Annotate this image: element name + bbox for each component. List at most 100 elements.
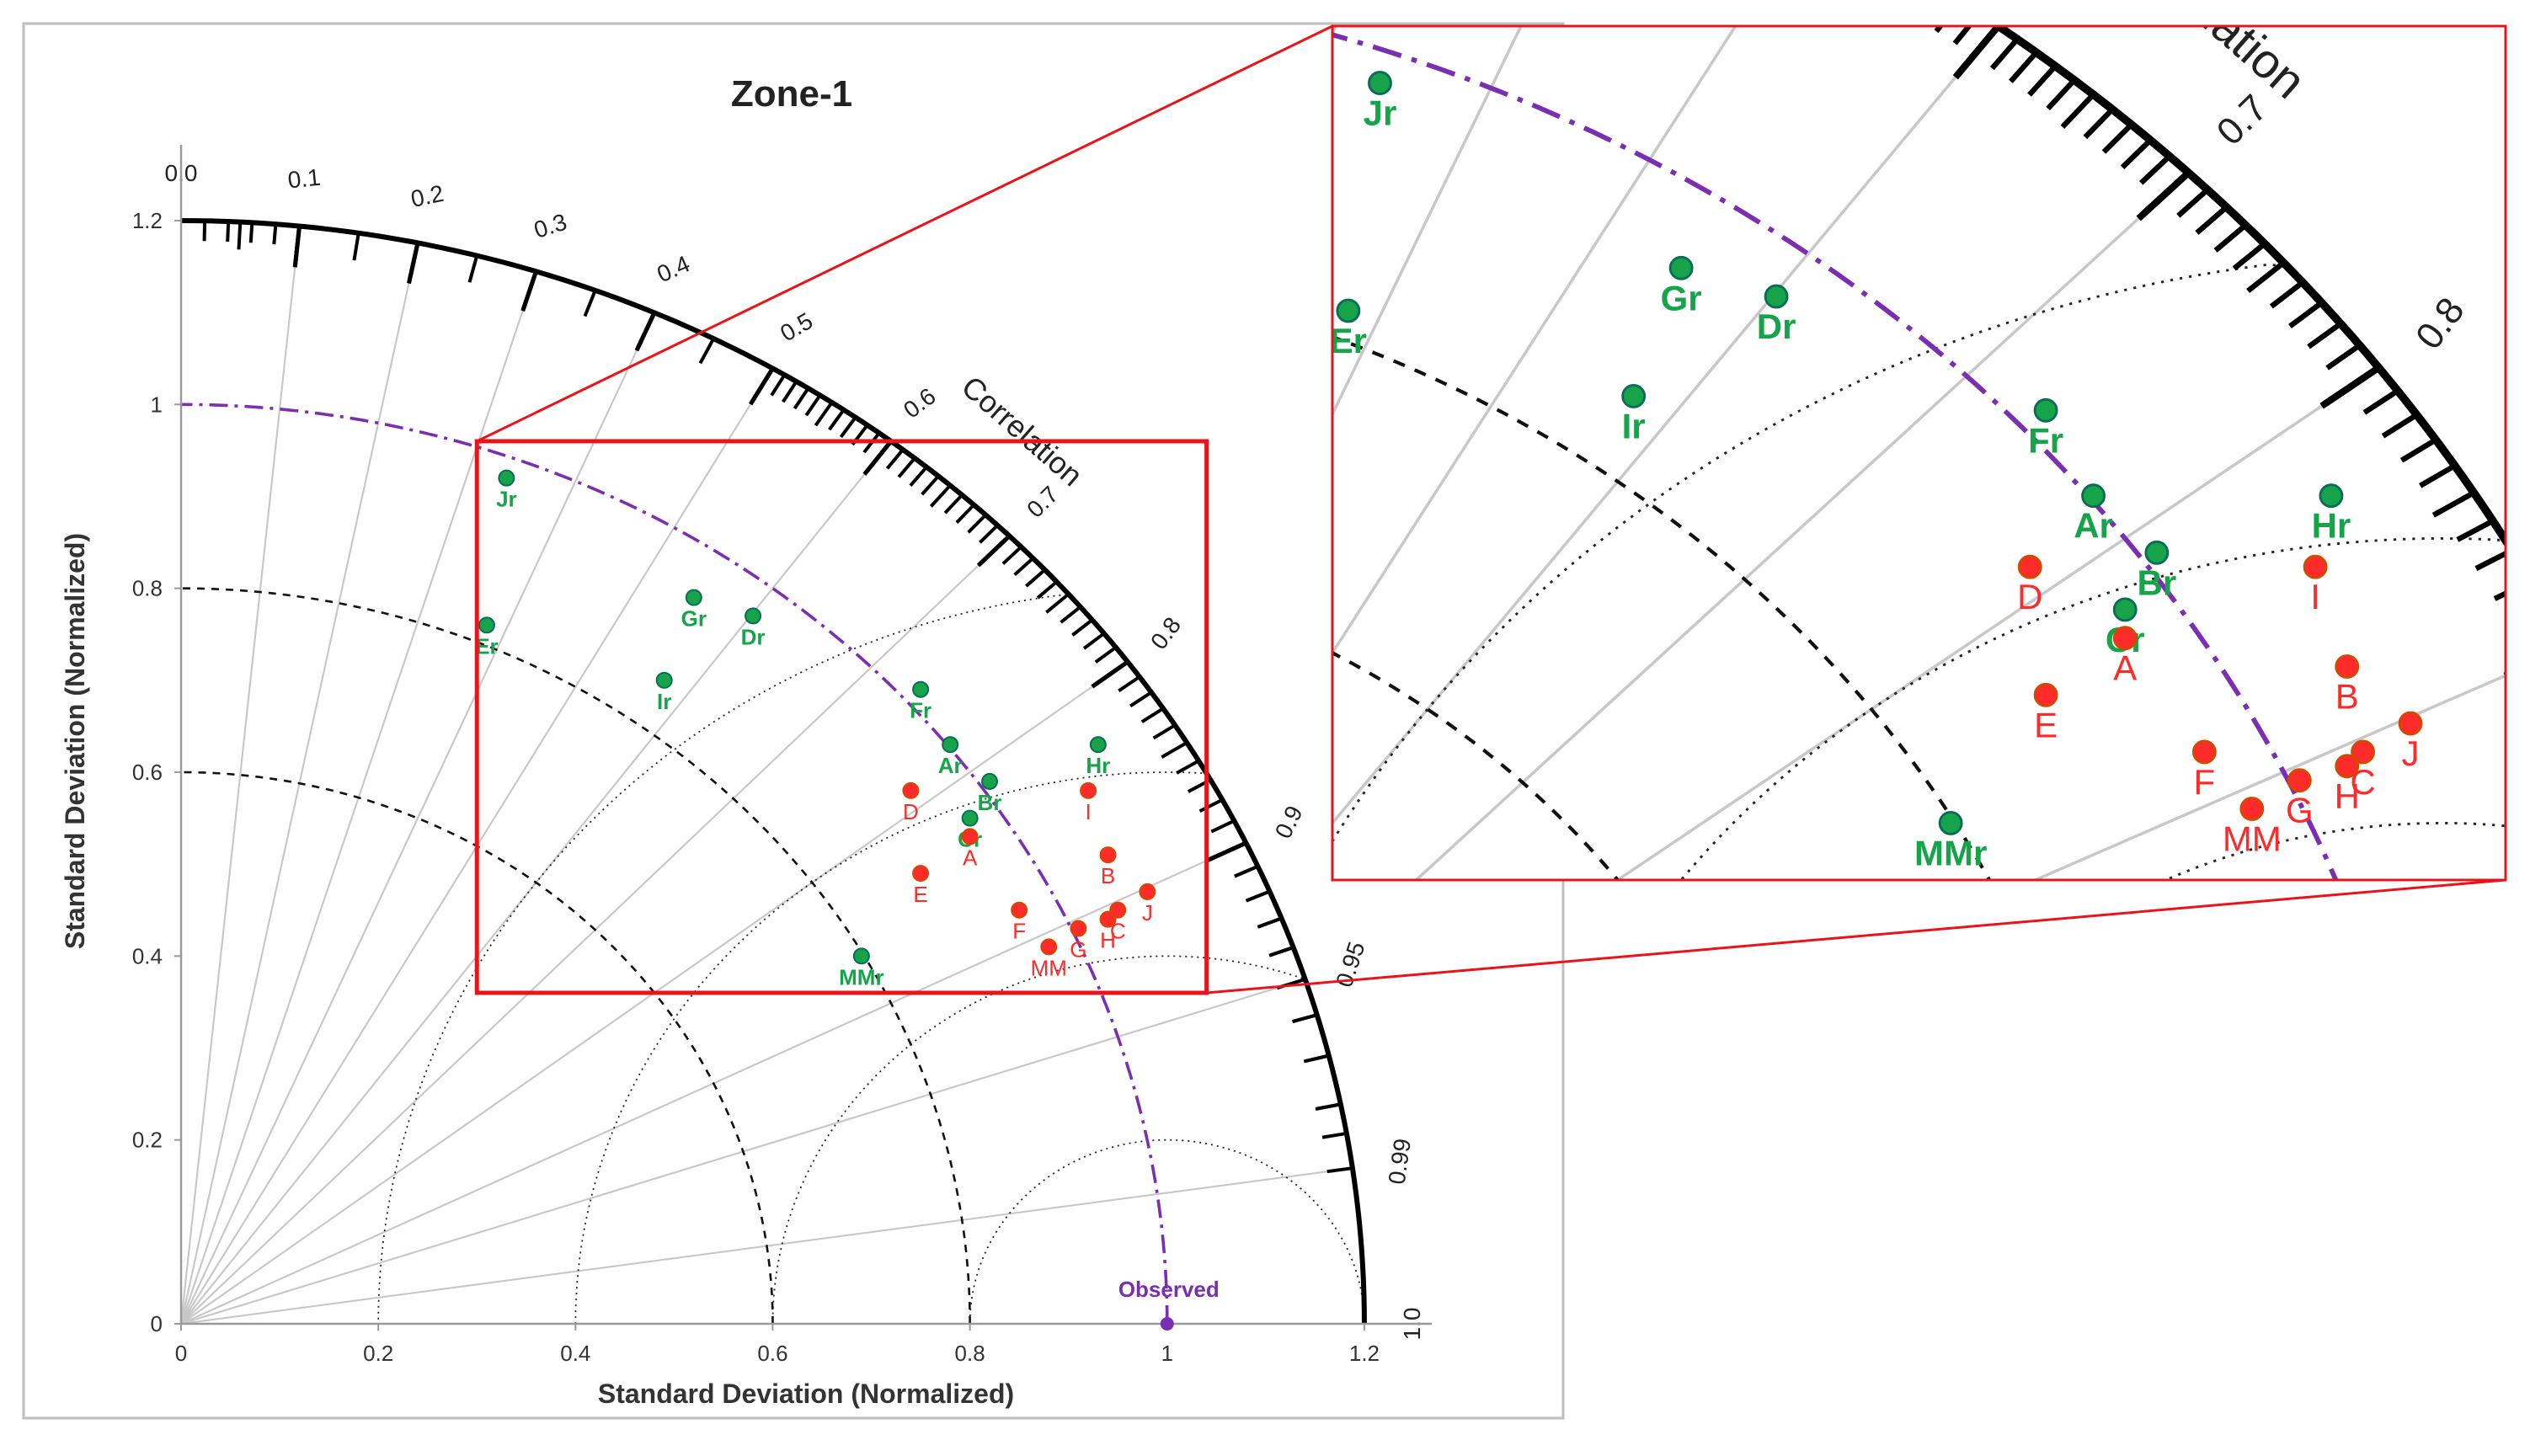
- corr-tick: [2176, 187, 2210, 218]
- corr-minor-tick: [272, 223, 278, 245]
- point-ir: [1621, 383, 1647, 408]
- point-label-mm: MM: [1031, 955, 1067, 980]
- point-f: [2191, 739, 2217, 765]
- point-jr: [1368, 71, 1392, 96]
- corr-tick: [1036, 580, 1058, 600]
- corr-tick: [955, 504, 975, 524]
- corr-tick: [2456, 518, 2495, 542]
- point-label-d: D: [2017, 577, 2042, 616]
- corr-major-tick: [2319, 365, 2381, 409]
- point-label-a: A: [2113, 648, 2137, 688]
- corr-tick: [2213, 222, 2248, 253]
- correlation-tick-label: 0.99: [1384, 1137, 1416, 1186]
- zoom-connectors: [476, 24, 2506, 995]
- point-f: [1011, 901, 1028, 919]
- corr-tick: [1161, 741, 1188, 759]
- corr-tick: [2101, 122, 2134, 154]
- x-tick-label: 0.6: [757, 1341, 787, 1366]
- x-tick-label: 0.4: [560, 1341, 590, 1366]
- point-fr: [912, 680, 930, 698]
- point-er: [478, 616, 495, 634]
- main-panel-frame: [22, 22, 1565, 1420]
- point-i: [1080, 781, 1097, 799]
- point-label-j: J: [2402, 733, 2420, 773]
- corr-tick: [1176, 759, 1200, 775]
- y-axis-label: Standard Deviation (Normalized): [60, 533, 90, 949]
- corr-tick: [1060, 605, 1082, 624]
- point-j: [1139, 883, 1156, 900]
- point-label-d: D: [903, 799, 919, 824]
- point-label-jr: Jr: [496, 487, 517, 512]
- corr-major-tick: [1952, 26, 2001, 80]
- corr-tick: [2509, 648, 2530, 674]
- point-label-e: E: [2034, 705, 2058, 744]
- point-label-i: I: [2310, 577, 2320, 616]
- point-label-gr: Gr: [681, 606, 707, 632]
- corr-tick: [2246, 260, 2286, 294]
- point-label-h: H: [2335, 776, 2360, 816]
- std-arc-1: [180, 587, 971, 1325]
- point-e: [2033, 682, 2058, 707]
- corr-tick: [1129, 691, 1153, 708]
- corr-tick: [1152, 723, 1177, 740]
- point-d: [2017, 554, 2042, 579]
- point-label-ar: Ar: [938, 753, 963, 778]
- x-tick-label: 0.8: [955, 1341, 985, 1366]
- point-ir: [655, 671, 673, 689]
- point-h: [1099, 910, 1117, 928]
- corr-tick: [2060, 93, 2095, 129]
- point-mm: [1040, 938, 1058, 956]
- point-c: [2351, 739, 2376, 765]
- connector-bottom: [1206, 878, 2506, 995]
- corr-tick: [2381, 412, 2419, 439]
- point-mmr: [1938, 810, 1963, 835]
- point-gr: [1668, 255, 1694, 280]
- corr-tick: [1989, 37, 2020, 71]
- point-dr: [745, 607, 762, 625]
- point-jr: [498, 469, 515, 487]
- point-j: [2398, 711, 2423, 736]
- corr-tick: [1326, 1166, 1353, 1174]
- y-tick-label: 0.4: [132, 943, 163, 968]
- x-tick-label: 1: [1161, 1341, 1173, 1366]
- y-tick-label: 0.2: [132, 1128, 163, 1153]
- point-mm: [2239, 797, 2265, 821]
- point-label-hr: Hr: [2312, 506, 2351, 546]
- correlation-line-3: [180, 312, 655, 1325]
- point-label-ar: Ar: [2074, 506, 2113, 546]
- corr-tick: [2288, 300, 2324, 329]
- correlation-tick-label: 0.2: [408, 180, 446, 212]
- corr-tick: [909, 466, 928, 487]
- point-b: [1099, 846, 1117, 864]
- zoom-box: [474, 439, 1209, 995]
- corr-tick: [2027, 64, 2058, 97]
- corr-major-tick: [292, 226, 302, 268]
- point-ar: [942, 736, 959, 754]
- point-label-e: E: [913, 882, 927, 907]
- point-label-dr: Dr: [1757, 307, 1796, 346]
- corr-tick: [897, 456, 916, 478]
- corr-tick: [2513, 614, 2530, 631]
- corr-minor-tick: [1257, 916, 1283, 929]
- corr-tick: [1918, 0, 1941, 19]
- point-label-jr: Jr: [1364, 93, 1397, 133]
- inset-panel-border: [1331, 24, 2507, 882]
- corr-tick: [1118, 675, 1141, 693]
- corr-minor-tick: [1293, 1013, 1318, 1023]
- corr-tick: [2362, 388, 2399, 415]
- rms-arc-1: [771, 955, 1365, 1325]
- point-label-ir: Ir: [657, 689, 671, 714]
- corr-tick: [2419, 463, 2457, 488]
- corr-tick: [921, 475, 940, 496]
- point-label-f: F: [2194, 762, 2216, 802]
- corr-minor-tick: [1321, 1131, 1348, 1139]
- corr-tick: [2493, 590, 2506, 601]
- corr-tick: [2232, 241, 2266, 271]
- point-label-i: I: [1086, 799, 1092, 824]
- corr-minor-tick: [1269, 946, 1294, 957]
- point-hr: [2319, 483, 2344, 509]
- reference-std-arc: [180, 403, 1169, 1325]
- corr-tick: [979, 524, 999, 544]
- x-tick-label: 0.2: [363, 1341, 393, 1366]
